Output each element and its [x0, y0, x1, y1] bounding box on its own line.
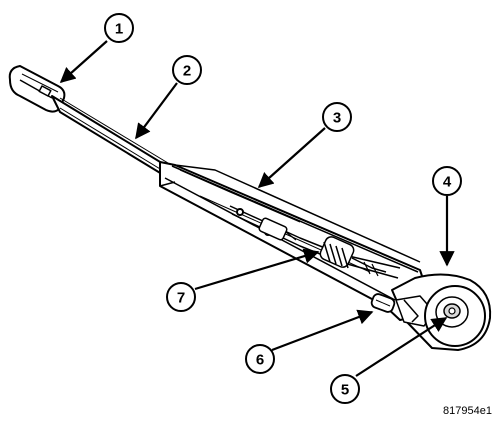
callout-4: 4	[432, 166, 462, 267]
spring	[319, 236, 387, 277]
callout-1-label: 1	[115, 21, 123, 38]
callout-5-label: 5	[341, 382, 349, 399]
callout-1: 1	[59, 13, 134, 84]
blade-hook	[8, 65, 66, 113]
callout-2-label: 2	[183, 63, 191, 80]
callout-3: 3	[257, 102, 352, 189]
pivot-head	[391, 273, 492, 351]
callout-6: 6	[245, 309, 374, 374]
callouts: 1 2 3 4 5 6	[59, 13, 462, 404]
arm-housing	[159, 161, 431, 321]
callout-6-label: 6	[256, 352, 264, 369]
callout-5: 5	[330, 317, 448, 404]
callout-7-label: 7	[177, 290, 185, 307]
callout-3-label: 3	[333, 110, 341, 127]
callout-2: 2	[135, 55, 202, 140]
wiper-arm	[8, 65, 492, 351]
latch-release	[370, 293, 419, 323]
figure-id: 817954e1	[443, 405, 492, 417]
callout-7: 7	[166, 248, 320, 312]
callout-4-label: 4	[443, 174, 452, 191]
